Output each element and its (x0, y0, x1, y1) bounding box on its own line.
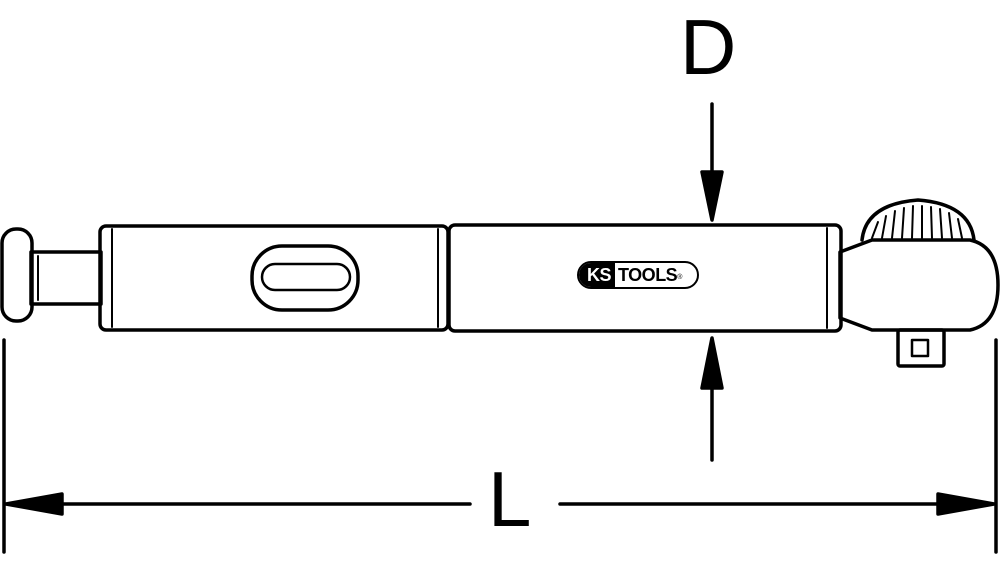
brand-logo-suffix: TOOLS (618, 265, 678, 285)
length-arrow-left-head (4, 492, 64, 516)
square-drive (896, 328, 946, 368)
ratchet-dial-knurling (871, 205, 963, 239)
scale-window-inner (260, 262, 352, 292)
rear-handle (98, 224, 450, 332)
spindle (29, 250, 103, 306)
ratchet-dial (860, 198, 976, 242)
scale-window-outer (250, 244, 360, 312)
brand-logo-prefix: KS (579, 263, 616, 287)
depth-arrow-bottom-head (700, 336, 724, 390)
registered-mark: ® (677, 274, 682, 281)
end-cap-knob (0, 227, 34, 323)
ratchet-head (838, 238, 1000, 332)
depth-dimension-label: D (680, 3, 737, 91)
length-dimension-label: L (488, 455, 532, 543)
square-drive-detent (910, 338, 930, 358)
length-arrow-right-head (936, 492, 996, 516)
depth-arrow-top-head (700, 170, 724, 222)
